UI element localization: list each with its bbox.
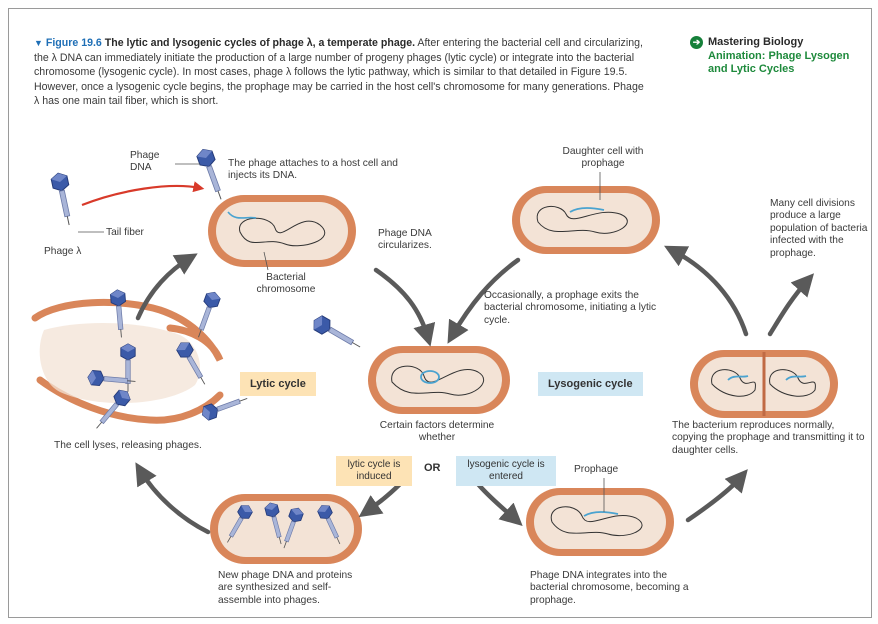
prophage-cell xyxy=(526,488,674,556)
central-cell xyxy=(368,346,510,414)
label-many-divisions: Many cell divisions produce a large popu… xyxy=(770,198,874,260)
label-daughter-cell: Daughter cell with prophage xyxy=(548,146,658,171)
lytic-induced-box: lytic cycle is induced xyxy=(336,456,412,486)
attaching-phage-icon xyxy=(195,147,228,202)
label-phage-dna: Phage DNA xyxy=(130,150,180,175)
label-cell-lyses: The cell lyses, releasing phages. xyxy=(54,440,244,452)
dividing-cell xyxy=(690,350,838,418)
infection-arrow xyxy=(82,186,200,205)
or-label: OR xyxy=(424,462,441,474)
daughter-cell xyxy=(512,186,660,254)
free-phage-icon xyxy=(310,314,364,354)
label-new-phage: New phage DNA and proteins are synthesiz… xyxy=(218,570,368,607)
label-prophage: Prophage xyxy=(574,464,618,476)
phage-lambda-icon xyxy=(50,172,77,227)
phage-assembly-cell xyxy=(210,494,362,564)
label-attach: The phage attaches to a host cell and in… xyxy=(228,158,406,183)
lytic-cycle-label: Lytic cycle xyxy=(240,372,316,396)
lysogenic-entered-box: lysogenic cycle is entered xyxy=(456,456,556,486)
label-occasionally: Occasionally, a prophage exits the bacte… xyxy=(484,290,674,327)
label-circularizes: Phage DNA circularizes. xyxy=(378,228,458,253)
label-bacterial-chromosome: Bacterial chromosome xyxy=(236,272,336,297)
label-certain-factors: Certain factors determine whether xyxy=(372,420,502,445)
label-reproduces: The bacterium reproduces normally, copyi… xyxy=(672,420,872,457)
label-phage-lambda: Phage λ xyxy=(44,246,81,258)
lysogenic-cycle-label: Lysogenic cycle xyxy=(538,372,643,396)
label-integrates: Phage DNA integrates into the bacterial … xyxy=(530,570,690,607)
label-tail-fiber: Tail fiber xyxy=(106,227,144,239)
infected-cell xyxy=(208,195,356,267)
